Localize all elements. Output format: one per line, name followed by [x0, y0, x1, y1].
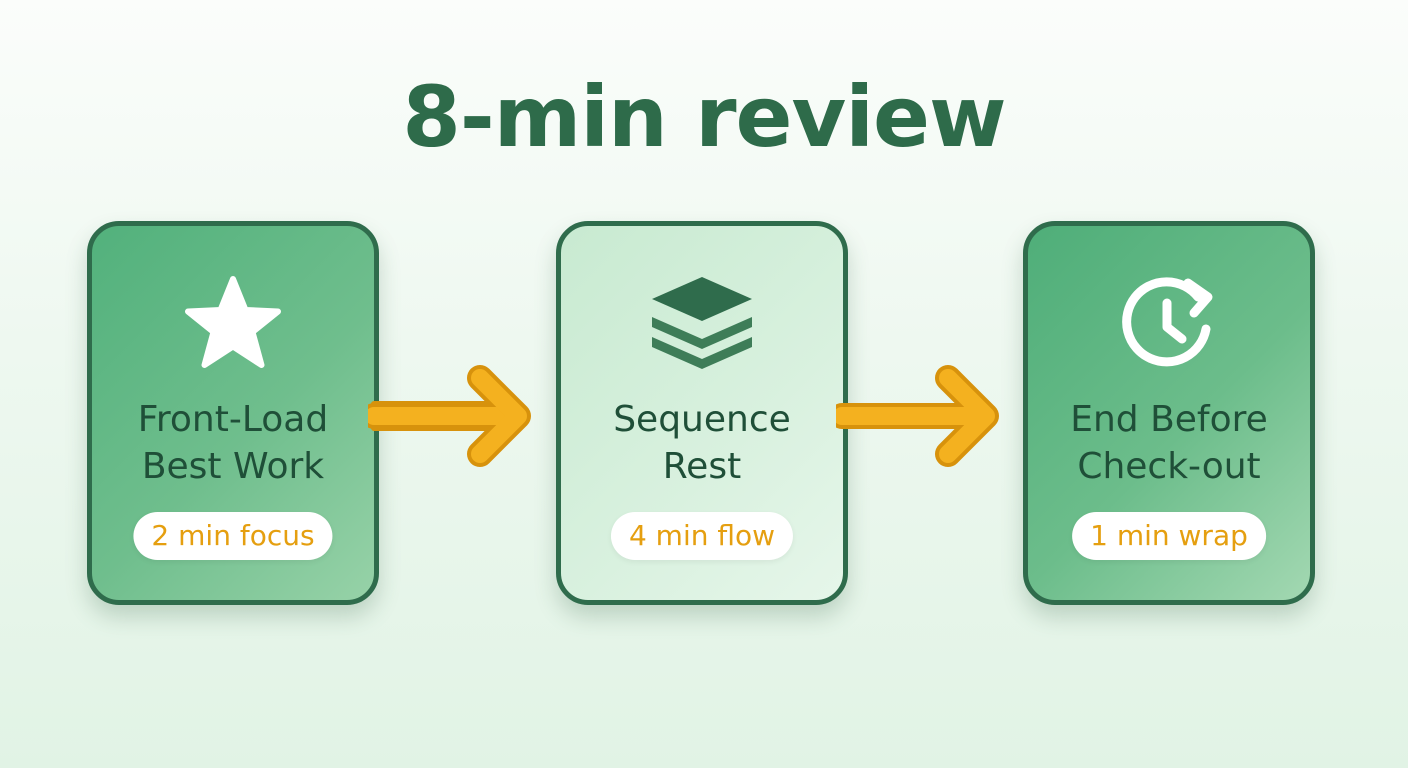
step-title-line: Check-out [1077, 446, 1261, 487]
step-title: End Before Check-out [1028, 396, 1310, 490]
step-title-line: Rest [662, 446, 742, 487]
step-title-line: Sequence [613, 399, 791, 440]
star-icon [92, 268, 374, 378]
step-card-end-before-checkout: End Before Check-out 1 min wrap [1023, 221, 1315, 605]
step-card-sequence-rest: Sequence Rest 4 min flow [556, 221, 848, 605]
step-title-line: End Before [1070, 399, 1268, 440]
duration-badge: 1 min wrap [1072, 512, 1266, 560]
diagram-title: 8-min review [402, 68, 1006, 166]
step-title-line: Front-Load [137, 399, 329, 440]
arrow-right-icon [361, 360, 536, 474]
duration-badge: 4 min flow [610, 512, 794, 560]
step-title: Front-Load Best Work [92, 396, 374, 490]
step-card-front-load: Front-Load Best Work 2 min focus [87, 221, 379, 605]
duration-badge: 2 min focus [133, 512, 333, 560]
layers-icon [561, 268, 843, 378]
step-title: Sequence Rest [561, 396, 843, 490]
step-title-line: Best Work [141, 446, 325, 487]
clock-refresh-icon [1028, 268, 1310, 378]
arrow-right-icon [829, 360, 1004, 474]
